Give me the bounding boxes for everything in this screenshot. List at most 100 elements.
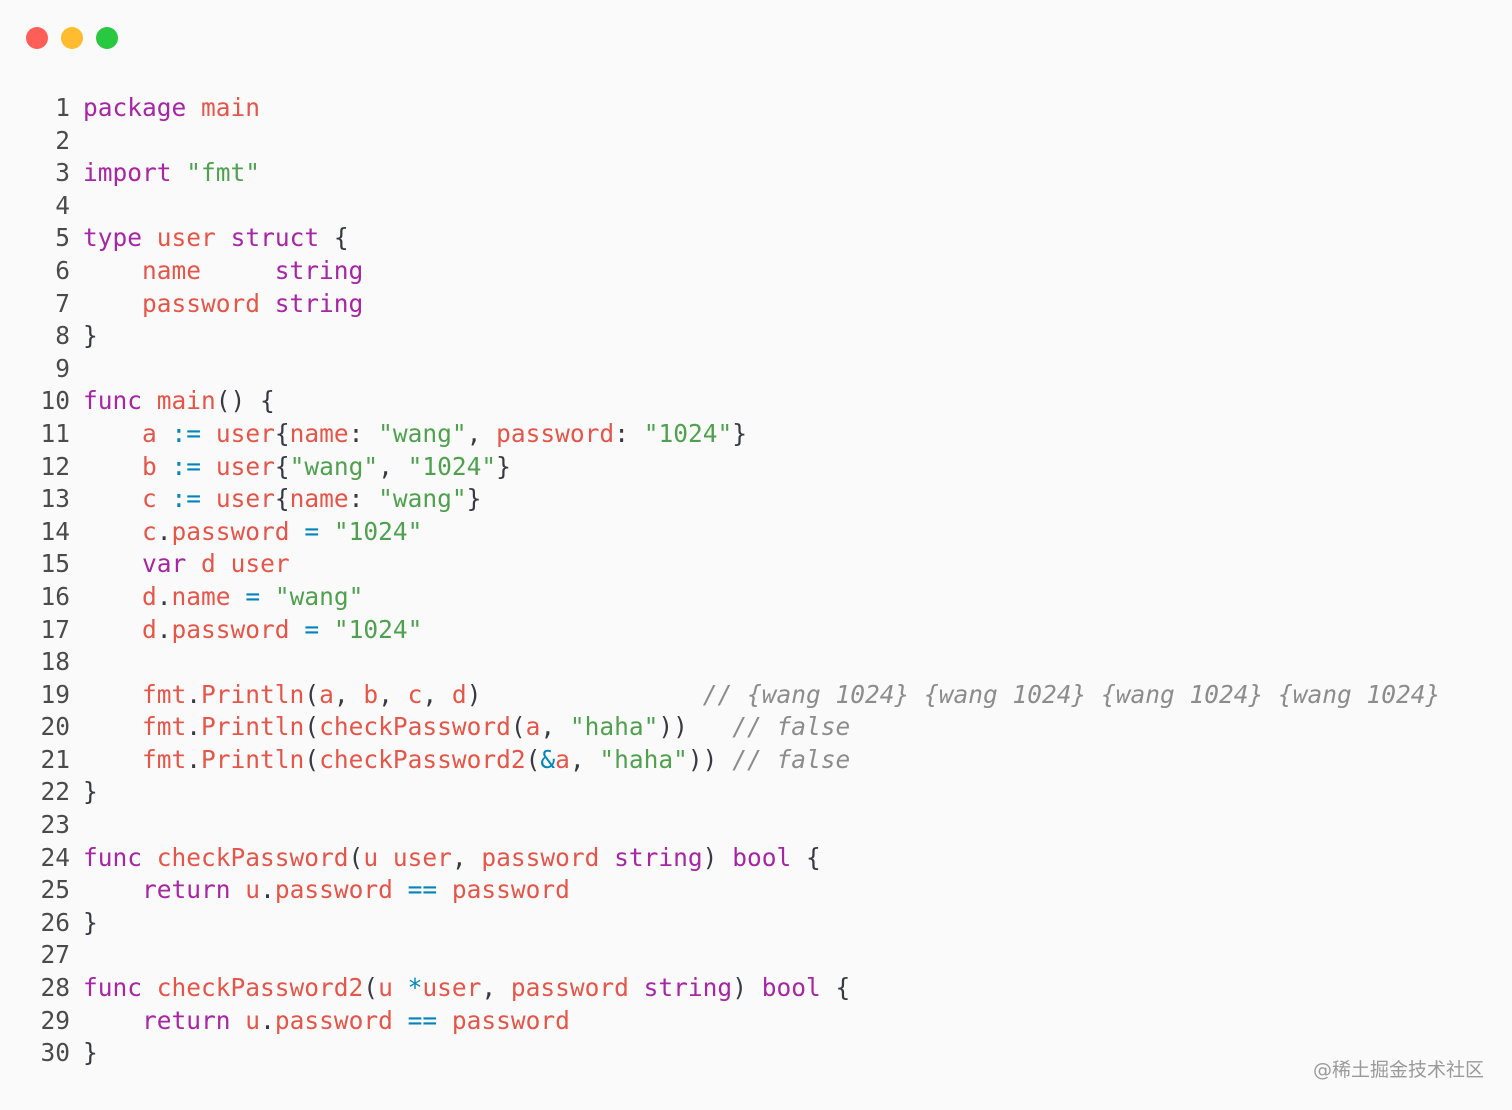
- code-token: "1024": [333, 516, 423, 546]
- code-text: c.password = "1024": [83, 516, 422, 549]
- code-token: user: [156, 223, 216, 253]
- close-button[interactable]: [26, 27, 48, 49]
- code-token: string: [643, 973, 733, 1003]
- code-token: .: [260, 875, 275, 905]
- code-line: 21 fmt.Println(checkPassword2(&a, "haha"…: [30, 744, 1440, 777]
- code-token: (: [348, 842, 364, 872]
- code-token: [83, 582, 142, 611]
- code-text: import "fmt": [83, 157, 260, 190]
- code-token: [186, 93, 201, 122]
- code-line: 18: [30, 646, 1440, 679]
- code-token: "haha": [569, 712, 659, 742]
- code-token: "fmt": [186, 158, 261, 188]
- code-token: func: [83, 973, 143, 1003]
- code-token: [290, 615, 305, 644]
- code-token: Println: [201, 679, 305, 709]
- code-token: [599, 843, 614, 872]
- code-text: }: [83, 320, 98, 353]
- code-text: func checkPassword(u user, password stri…: [83, 842, 821, 875]
- code-token: password: [274, 1005, 393, 1035]
- line-number: 14: [40, 516, 70, 546]
- code-token: }: [466, 484, 482, 514]
- code-token: (: [363, 973, 379, 1003]
- code-token: ): [732, 973, 762, 1003]
- code-token: [717, 745, 732, 774]
- code-token: ,: [569, 744, 600, 774]
- code-line: 2: [30, 125, 1440, 158]
- code-token: {: [274, 484, 290, 514]
- code-text: var d user: [83, 548, 290, 581]
- code-token: user: [392, 842, 452, 872]
- code-token: [83, 549, 142, 578]
- code-line: 22}: [30, 776, 1440, 809]
- code-token: [319, 615, 334, 644]
- line-number: 5: [55, 223, 70, 253]
- code-token: string: [274, 255, 364, 285]
- code-line: 13 c := user{name: "wang"}: [30, 483, 1440, 516]
- code-token: // {wang 1024} {wang 1024} {wang 1024} {…: [702, 679, 1441, 709]
- code-token: [83, 680, 142, 709]
- code-token: [83, 484, 142, 513]
- code-token: =: [245, 581, 261, 611]
- line-number: 2: [55, 125, 70, 155]
- code-line: 4: [30, 190, 1440, 223]
- code-line: 8}: [30, 320, 1440, 353]
- code-token: [393, 1006, 408, 1035]
- code-token: [83, 1006, 142, 1035]
- code-token: [83, 256, 142, 285]
- code-token: string: [614, 842, 703, 872]
- code-token: [83, 452, 142, 481]
- line-number: 11: [40, 418, 70, 448]
- code-token: Println: [201, 712, 305, 742]
- code-token: .: [260, 1005, 275, 1035]
- code-token: {: [791, 842, 821, 872]
- code-token: }: [83, 777, 98, 807]
- code-token: "wang": [289, 451, 379, 481]
- code-token: (: [304, 712, 320, 742]
- code-text: func checkPassword2(u *user, password st…: [83, 972, 850, 1005]
- code-token: .: [186, 744, 202, 774]
- code-token: ,: [378, 679, 408, 709]
- code-token: (: [304, 679, 320, 709]
- code-line: 29 return u.password == password: [30, 1005, 1440, 1038]
- line-number: 7: [55, 288, 70, 318]
- code-token: import: [83, 158, 172, 188]
- code-token: u: [245, 875, 261, 905]
- code-text: fmt.Println(checkPassword(a, "haha")) //…: [83, 711, 850, 744]
- code-token: fmt: [142, 712, 187, 742]
- code-line: 19 fmt.Println(a, b, c, d) // {wang 1024…: [30, 679, 1440, 712]
- code-token: [157, 452, 172, 481]
- code-token: "wang": [378, 484, 467, 514]
- code-token: user: [215, 484, 275, 514]
- code-token: [201, 452, 216, 481]
- code-token: a: [525, 712, 541, 742]
- minimize-button[interactable]: [61, 27, 83, 49]
- zoom-button[interactable]: [96, 27, 118, 49]
- code-line: 15 var d user: [30, 548, 1440, 581]
- code-token: "1024": [333, 614, 423, 644]
- code-line: 26}: [30, 907, 1440, 940]
- line-number: 15: [40, 549, 70, 579]
- line-number: 12: [40, 451, 70, 481]
- line-number: 20: [40, 712, 70, 742]
- code-token: struct: [230, 223, 320, 253]
- code-token: a: [319, 679, 334, 709]
- code-token: () {: [215, 386, 275, 416]
- line-number: 21: [40, 744, 70, 774]
- code-token: :: [614, 418, 644, 448]
- code-token: (: [510, 712, 526, 742]
- code-token: string: [274, 288, 364, 318]
- code-token: return: [142, 875, 231, 905]
- code-token: name: [289, 484, 349, 514]
- code-text: a := user{name: "wang", password: "1024"…: [83, 418, 747, 451]
- code-token: [260, 289, 275, 318]
- watermark: @稀土掘金技术社区: [1312, 1059, 1484, 1081]
- code-token: {: [319, 223, 349, 253]
- code-line: 14 c.password = "1024": [30, 516, 1440, 549]
- code-token: [142, 973, 157, 1002]
- code-token: ,: [333, 679, 364, 709]
- code-token: // false: [732, 744, 851, 774]
